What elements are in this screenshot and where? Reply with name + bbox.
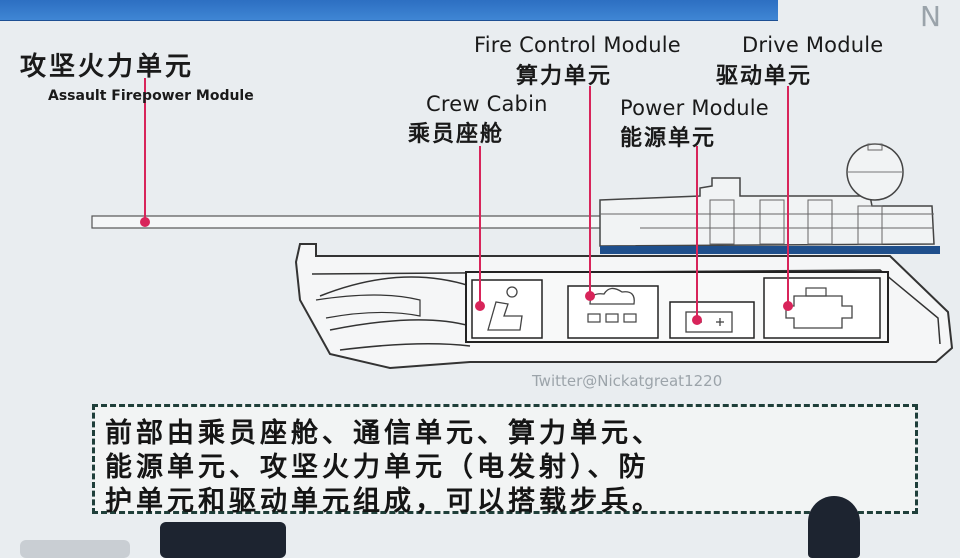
drive-box xyxy=(763,277,881,339)
seat-icon xyxy=(487,301,523,331)
watermark: Twitter@Nickatgreat1220 xyxy=(532,372,723,390)
gun-barrel xyxy=(91,215,613,229)
seat-icon-head xyxy=(506,286,518,298)
hull-layer xyxy=(315,294,421,319)
assault-module-label-cn: 攻坚火力单元 xyxy=(20,52,195,82)
fire-control-box xyxy=(567,285,659,339)
fire-control-label-en: Fire Control Module xyxy=(474,33,681,57)
turret-detail xyxy=(709,199,735,245)
battery-icon xyxy=(685,311,733,333)
description-line: 护单元和驱动单元组成，可以搭载步兵。 xyxy=(105,486,663,517)
turret-detail xyxy=(857,205,883,245)
hull-layer xyxy=(329,319,471,331)
foreground-object xyxy=(160,522,286,558)
drive-module-label-en: Drive Module xyxy=(742,33,884,57)
turret xyxy=(599,177,935,247)
engine-icon-top xyxy=(805,287,827,297)
power-module-label-en: Power Module xyxy=(620,96,769,120)
crew-marker xyxy=(475,301,485,311)
drive-marker xyxy=(783,301,793,311)
turret-detail xyxy=(807,199,833,245)
description-box: 前部由乘员座舱、通信单元、算力单元、 能源单元、攻坚火力单元（电发射）、防 护单… xyxy=(92,404,918,517)
foreground-person xyxy=(808,496,860,558)
fire-control-marker xyxy=(585,291,595,301)
drive-module-label-cn: 驱动单元 xyxy=(716,64,813,89)
network-node xyxy=(605,313,619,323)
turret-detail xyxy=(759,199,785,245)
title-bar xyxy=(0,0,778,21)
hull-top-strip xyxy=(600,246,940,254)
hull-layer xyxy=(339,343,471,351)
power-marker xyxy=(692,315,702,325)
network-node xyxy=(587,313,601,323)
description-line: 能源单元、攻坚火力单元（电发射）、防 xyxy=(105,452,650,483)
crew-cabin-label-cn: 乘员座舱 xyxy=(408,122,505,147)
assault-module-label-en: Assault Firepower Module xyxy=(48,88,254,104)
crew-cabin-label-en: Crew Cabin xyxy=(426,92,548,116)
network-node xyxy=(623,313,637,323)
description-line: 前部由乘员座舱、通信单元、算力单元、 xyxy=(105,418,663,449)
header-glyph: N xyxy=(920,0,941,33)
fire-control-label-cn: 算力单元 xyxy=(516,64,613,89)
assault-marker xyxy=(140,217,150,227)
sensor-dome-detail xyxy=(867,143,883,151)
hull-layer xyxy=(319,276,471,297)
power-module-label-cn: 能源单元 xyxy=(620,126,717,151)
foreground-object xyxy=(20,540,130,558)
